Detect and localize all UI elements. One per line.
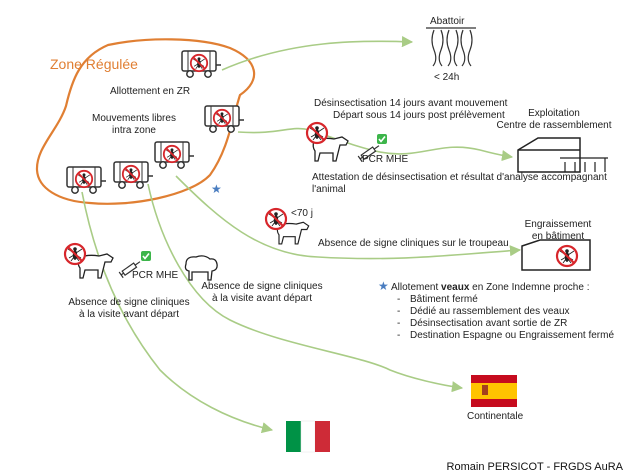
- continental-label: Continentale: [467, 411, 524, 422]
- list-item: Destination Espagne ou Engraissement fer…: [394, 330, 614, 342]
- arrow-to-slaughterhouse: [221, 36, 414, 71]
- departure-14-label: Départ sous 14 jours post prélèvement: [333, 110, 505, 121]
- truck-icon-top: [182, 51, 221, 77]
- allotment-note-prefix: Allotement: [391, 282, 442, 293]
- truck-icon-middle: [155, 142, 194, 168]
- free-movements-label: Mouvements libres intra zone: [84, 113, 184, 137]
- attestation-label: Attestation de désinsectisation et résul…: [312, 172, 607, 196]
- fattening-label: Engraissement en bâtiment: [506, 219, 610, 243]
- farm-label: Exploitation Centre de rassemblement: [480, 108, 628, 132]
- fattening-line1: Engraissement: [524, 219, 592, 230]
- allotment-zr-label: Allottement en ZR: [110, 86, 191, 97]
- spain-flag-icon: [471, 375, 517, 407]
- arrow-to-italy: [81, 191, 274, 434]
- regulated-zone-outline: [35, 38, 256, 205]
- attestation-line1: Attestation de désinsectisation et résul…: [312, 172, 607, 183]
- sheep-icon: [184, 255, 218, 281]
- credit: Romain PERSICOT - FRGDS AuRA: [446, 461, 623, 473]
- farm-line1: Exploitation: [528, 108, 580, 119]
- arrow-to-fattening: [175, 175, 522, 260]
- left-animal-line1: Absence de signe cliniques: [68, 297, 190, 308]
- slaughterhouse-title: Abattoir: [430, 16, 465, 27]
- star-icon-map: ★: [211, 182, 222, 196]
- mid-animal-label: Absence de signe cliniques à la visite a…: [196, 281, 328, 305]
- list-item: Dédié au rassemblement des veaux: [394, 306, 614, 318]
- free-movements-line1: Mouvements libres: [92, 113, 176, 124]
- zone-title: Zone Régulée: [50, 56, 138, 72]
- fattening-building-icon: [521, 239, 591, 271]
- farm-line2: Centre de rassemblement: [496, 120, 612, 131]
- list-item: Désinsectisation avant sortie de ZR: [394, 318, 614, 330]
- carcass-icon: [426, 27, 476, 67]
- allotment-note-list: Bâtiment fermé Dédié au rassemblement de…: [394, 294, 614, 342]
- free-movements-line2: intra zone: [112, 125, 156, 136]
- star-icon-note: ★: [378, 279, 389, 293]
- pcr-label-left: PCR MHE: [132, 270, 179, 281]
- disinsect-14-label: Désinsectisation 14 jours avant mouvemen…: [314, 98, 508, 109]
- truck-icon-left: [67, 167, 106, 193]
- allotment-note-suffix: en Zone Indemne proche :: [469, 282, 590, 293]
- truck-icon-center: [114, 162, 153, 188]
- truck-icon-right: [205, 106, 244, 132]
- mid-animal-line1: Absence de signe cliniques: [201, 281, 323, 292]
- pcr-label-farm: PCR MHE: [362, 154, 409, 165]
- allotment-note-bold: veaux: [441, 282, 470, 293]
- arrow-to-spain: [147, 183, 464, 393]
- barn-icon: [517, 137, 608, 173]
- allotment-note: ★ Allotement veaux en Zone Indemne proch…: [378, 280, 614, 342]
- left-animal-label: Absence de signe cliniques à la visite a…: [60, 297, 198, 321]
- arrow-to-farm: [237, 127, 514, 162]
- mid-animal-line2: à la visite avant départ: [211, 293, 313, 304]
- no-signs-herd-label: Absence de signe cliniques sur le troupe…: [318, 238, 509, 249]
- left-animal-line2: à la visite avant départ: [78, 309, 180, 320]
- italy-flag-icon: [286, 420, 330, 453]
- list-item: Bâtiment fermé: [394, 294, 614, 306]
- fattening-line2: en bâtiment: [531, 231, 585, 242]
- attestation-line2: l'animal: [312, 184, 346, 195]
- age-label: <70 j: [291, 208, 313, 219]
- slaughterhouse-delay: < 24h: [434, 72, 460, 83]
